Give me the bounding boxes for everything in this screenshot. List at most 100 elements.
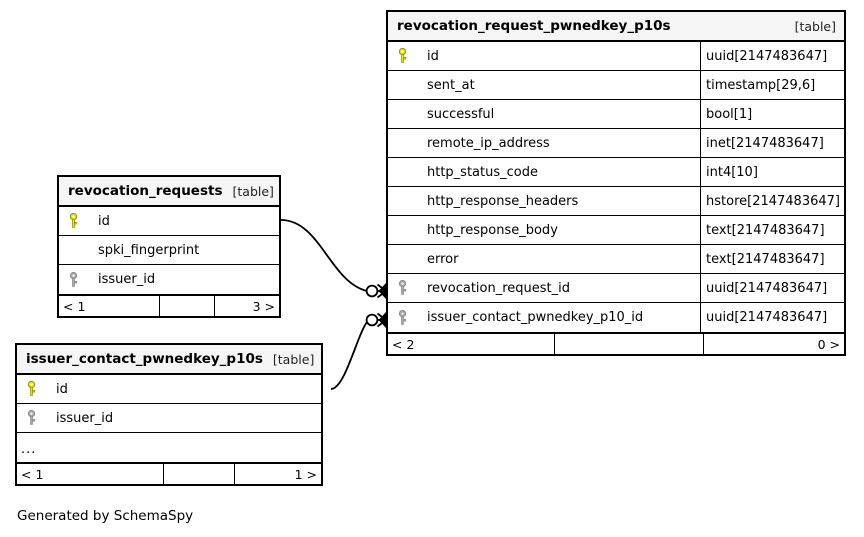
column-name-cell: http_response_body xyxy=(388,216,700,244)
table-title: revocation_requests xyxy=(68,183,223,199)
column-name-cell: id xyxy=(388,42,700,70)
column-name-cell: issuer_contact_pwnedkey_p10_id xyxy=(388,303,700,332)
table-row[interactable]: id xyxy=(17,375,321,404)
key-icon-foreign xyxy=(65,271,90,288)
table-row[interactable]: remote_ip_address inet[2147483647] xyxy=(388,129,844,158)
footer-middle xyxy=(554,334,704,354)
column-list: id issuer_id xyxy=(17,375,321,462)
footer-parents-count[interactable]: < 1 xyxy=(21,466,44,482)
column-name: issuer_contact_pwnedkey_p10_id xyxy=(427,310,644,325)
generated-by-caption: Generated by SchemaSpy xyxy=(17,508,194,524)
table-row-more[interactable]: ... xyxy=(17,433,321,462)
table-row[interactable]: issuer_id xyxy=(17,404,321,433)
column-name: spki_fingerprint xyxy=(98,242,200,258)
column-name-cell: successful xyxy=(388,100,700,128)
table-revocation-requests[interactable]: revocation_requests [table] id xyxy=(57,175,281,318)
column-name: revocation_request_id xyxy=(427,280,570,296)
relationship-issuer-contact-to-pwnedkey xyxy=(330,312,387,390)
footer-children-count[interactable]: 3 > xyxy=(252,298,275,314)
footer-middle xyxy=(163,464,235,484)
table-kind-label: [table] xyxy=(272,351,315,367)
table-row[interactable]: id xyxy=(59,207,279,236)
column-name-cell: id xyxy=(59,207,279,235)
column-name-cell: issuer_id xyxy=(17,404,321,432)
column-type: inet[2147483647] xyxy=(706,135,824,151)
column-type: uuid[2147483647] xyxy=(706,280,828,296)
column-type-cell: text[2147483647] xyxy=(700,216,844,244)
table-row[interactable]: id uuid[2147483647] xyxy=(388,42,844,71)
column-list: id spki_fingerprint xyxy=(59,207,279,294)
column-type: hstore[2147483647] xyxy=(706,193,840,209)
column-name-cell: id xyxy=(17,375,321,403)
column-type-cell: uuid[2147483647] xyxy=(700,303,844,332)
table-footer: < 2 0 > xyxy=(388,332,844,354)
key-icon-foreign xyxy=(394,309,419,326)
column-name: successful xyxy=(427,106,495,122)
table-row[interactable]: http_response_headers hstore[2147483647] xyxy=(388,187,844,216)
column-name-cell: remote_ip_address xyxy=(388,129,700,157)
table-kind-label: [table] xyxy=(794,18,836,34)
column-name-cell: sent_at xyxy=(388,71,700,99)
column-name: error xyxy=(427,251,459,267)
column-type: bool[1] xyxy=(706,106,753,122)
table-row[interactable]: revocation_request_id uuid[2147483647] xyxy=(388,274,844,303)
key-icon-primary xyxy=(65,213,90,229)
column-name-cell: spki_fingerprint xyxy=(59,236,279,264)
table-revocation-request-pwnedkey-p10s[interactable]: revocation_request_pwnedkey_p10s [table]… xyxy=(386,10,846,356)
column-type: timestamp[29,6] xyxy=(706,77,816,93)
column-type: text[2147483647] xyxy=(706,251,825,267)
column-name-cell: revocation_request_id xyxy=(388,274,700,302)
table-issuer-contact-pwnedkey-p10s[interactable]: issuer_contact_pwnedkey_p10s [table] id xyxy=(15,343,323,486)
table-footer: < 1 3 > xyxy=(59,294,279,316)
table-row[interactable]: successful bool[1] xyxy=(388,100,844,129)
column-type-cell: timestamp[29,6] xyxy=(700,71,844,99)
footer-parents-count[interactable]: < 1 xyxy=(63,298,86,314)
column-type-cell: uuid[2147483647] xyxy=(700,274,844,302)
column-type: int4[10] xyxy=(706,164,758,180)
column-list: id uuid[2147483647] sent_at timestamp[29… xyxy=(388,42,844,332)
column-name-cell: error xyxy=(388,245,700,273)
table-row[interactable]: issuer_id xyxy=(59,265,279,294)
column-name-cell: ... xyxy=(17,433,321,462)
table-row[interactable]: issuer_contact_pwnedkey_p10_id uuid[2147… xyxy=(388,303,844,332)
column-name: id xyxy=(98,213,110,229)
footer-children-count[interactable]: 0 > xyxy=(817,336,840,352)
key-icon-primary xyxy=(394,48,419,64)
key-icon-foreign xyxy=(394,280,419,296)
column-type: uuid[2147483647] xyxy=(706,48,828,64)
column-name: sent_at xyxy=(427,77,475,93)
key-icon-foreign xyxy=(23,410,48,426)
table-header: issuer_contact_pwnedkey_p10s [table] xyxy=(17,345,321,375)
table-header: revocation_requests [table] xyxy=(59,177,279,207)
column-type-cell: hstore[2147483647] xyxy=(700,187,844,215)
footer-parents-count[interactable]: < 2 xyxy=(392,336,415,352)
table-title: issuer_contact_pwnedkey_p10s xyxy=(26,351,263,367)
relationship-revocation-requests-to-pwnedkey xyxy=(280,219,387,299)
column-name-cell: issuer_id xyxy=(59,265,279,294)
column-type-cell: int4[10] xyxy=(700,158,844,186)
column-type-cell: text[2147483647] xyxy=(700,245,844,273)
footer-middle xyxy=(159,296,215,316)
column-type-cell: bool[1] xyxy=(700,100,844,128)
table-header: revocation_request_pwnedkey_p10s [table] xyxy=(388,12,844,42)
table-row[interactable]: sent_at timestamp[29,6] xyxy=(388,71,844,100)
column-type-cell: inet[2147483647] xyxy=(700,129,844,157)
column-name: id xyxy=(56,381,68,397)
footer-children-count[interactable]: 1 > xyxy=(294,466,317,482)
column-name: issuer_id xyxy=(56,410,114,426)
table-row[interactable]: http_status_code int4[10] xyxy=(388,158,844,187)
column-name: http_response_headers xyxy=(427,193,579,209)
column-type: text[2147483647] xyxy=(706,222,825,238)
key-icon-primary xyxy=(23,381,48,397)
column-name: http_status_code xyxy=(427,164,538,180)
column-name: id xyxy=(427,48,439,64)
column-name: remote_ip_address xyxy=(427,135,550,151)
column-type-cell: uuid[2147483647] xyxy=(700,42,844,70)
column-name-cell: http_response_headers xyxy=(388,187,700,215)
table-row[interactable]: http_response_body text[2147483647] xyxy=(388,216,844,245)
table-row[interactable]: spki_fingerprint xyxy=(59,236,279,265)
table-row[interactable]: error text[2147483647] xyxy=(388,245,844,274)
column-type: uuid[2147483647] xyxy=(706,310,828,325)
column-name: http_response_body xyxy=(427,222,558,238)
